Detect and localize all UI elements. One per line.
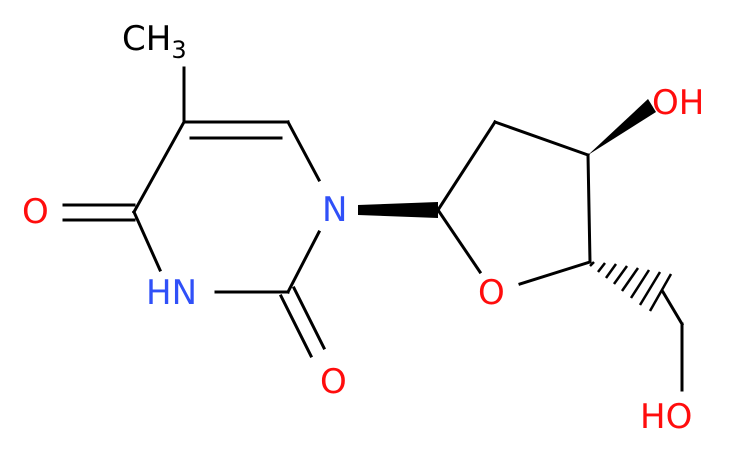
n1-label: N [322,190,347,230]
bond-c2-o [291,285,327,351]
wedge-n1-c1prime [358,202,438,218]
atom-labels: CH3 N HN O O O OH HO [22,19,704,437]
sugar-ring-bonds [358,99,685,392]
bond-oring-c1 [435,207,483,275]
methyl-label: CH3 [122,19,187,64]
bond-n1-c2 [285,229,322,295]
pyrimidine-ring-bonds [62,66,327,359]
bond-c1-c2 [435,119,498,213]
bond-n3-c4 [132,210,162,272]
oxygen-c4-label: O [22,192,49,232]
hashed-wedge-c4-c5 [589,261,673,312]
wedge-c3-oh [588,99,656,155]
bond-c3-c4 [586,153,592,264]
bond-c2-o-double [278,293,314,359]
hydroxyl-3prime-label: OH [652,83,704,123]
bond-c5-oh [660,289,685,327]
bond-c2-c3 [493,120,590,157]
bond-c4-oring [518,260,592,286]
oxygen-c2-label: O [320,362,347,402]
nh-label: HN [146,273,197,313]
hydroxyl-5prime-label: HO [640,397,692,437]
bond-c4-c5 [131,119,187,215]
oxygen-ring-label: O [478,273,505,313]
bond-c6-n1 [285,119,322,183]
